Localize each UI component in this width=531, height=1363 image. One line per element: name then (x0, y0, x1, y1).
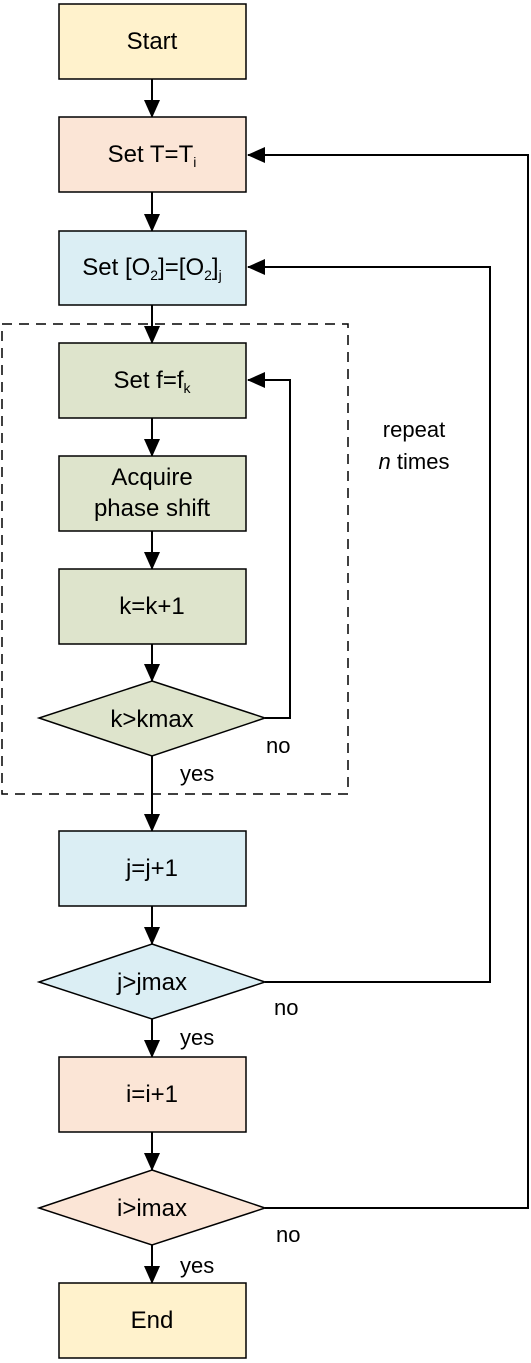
no-label-k: no (266, 733, 290, 758)
repeat-n: n (379, 449, 391, 474)
set-o2-part1: Set [O (82, 254, 150, 281)
i-check-node (36, 1169, 268, 1246)
acquire-line1: Acquire (111, 464, 192, 491)
set-f-label: Set f=fk (113, 367, 191, 396)
k-increment-node (58, 568, 247, 645)
acquire-node (58, 455, 247, 532)
repeat-label-line2: n times (379, 449, 450, 474)
set-o2-part3: ] (212, 254, 219, 281)
set-t-main: Set T=T (108, 141, 194, 168)
j-increment-label: j=j+1 (125, 855, 178, 882)
loop-i-back (247, 147, 529, 1209)
i-increment-label: i=i+1 (126, 1081, 178, 1108)
repeat-label-line1: repeat (383, 417, 445, 442)
yes-label-k: yes (180, 761, 214, 786)
set-t-node (58, 116, 247, 193)
end-node (58, 1282, 247, 1359)
repeat-group-box (1, 323, 349, 795)
set-o2-node (58, 230, 247, 306)
loop-k-back (247, 372, 291, 719)
set-o2-part2: ]=[O (158, 254, 204, 281)
i-check-label: i>imax (117, 1195, 187, 1222)
no-label-i: no (276, 1222, 300, 1247)
k-increment-label: k=k+1 (119, 593, 184, 620)
repeat-times: times (391, 449, 450, 474)
set-t-sub: i (193, 154, 196, 170)
set-o2-sub1: 2 (150, 267, 158, 283)
loop-j-back (247, 259, 491, 983)
j-check-node (36, 943, 268, 1020)
set-o2-sub3: j (218, 267, 222, 283)
j-increment-node (58, 830, 247, 907)
yes-label-i: yes (180, 1253, 214, 1278)
no-label-j: no (274, 995, 298, 1020)
k-check-label: k>kmax (110, 706, 193, 733)
start-label: Start (127, 28, 178, 55)
end-label: End (131, 1307, 174, 1334)
acquire-line2: phase shift (94, 495, 210, 522)
set-t-label: Set T=Ti (108, 141, 197, 170)
set-f-main: Set f=f (113, 367, 183, 394)
k-check-node (36, 680, 268, 757)
j-check-label: j>jmax (116, 969, 187, 996)
yes-label-j: yes (180, 1025, 214, 1050)
set-o2-label: Set [O2]=[O2]j (82, 254, 221, 283)
set-f-node (58, 342, 247, 419)
start-node (58, 3, 247, 80)
set-o2-sub2: 2 (204, 267, 212, 283)
set-f-sub: k (184, 380, 192, 396)
i-increment-node (58, 1056, 247, 1133)
